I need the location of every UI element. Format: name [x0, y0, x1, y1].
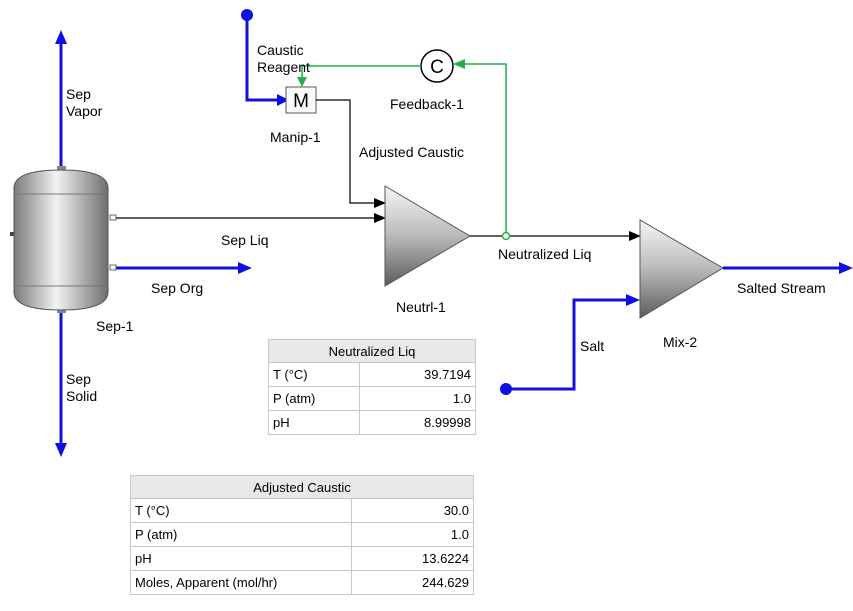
arrow-head-icon [238, 262, 252, 274]
property-value: 1.0 [351, 522, 474, 547]
triangle-unit-icon[interactable] [639, 219, 724, 319]
vessel-icon[interactable] [10, 166, 117, 313]
table-title: Neutralized Liq [268, 339, 476, 363]
property-value: 244.629 [351, 570, 474, 595]
property-name: pH [268, 410, 360, 435]
sep-solid-label: Sep Solid [66, 371, 98, 404]
adjusted-caustic-stream[interactable] [316, 99, 386, 208]
salted-stream-label: Salted Stream [737, 280, 826, 296]
table-title: Adjusted Caustic [130, 475, 474, 499]
arrow-head-icon [55, 30, 67, 44]
adjusted-caustic-label: Adjusted Caustic [359, 144, 465, 160]
sep-solid-stream[interactable] [55, 312, 67, 457]
mixer-label: Mix-2 [663, 334, 698, 350]
property-name: P (atm) [268, 386, 360, 411]
neutralized-liq-stream[interactable] [470, 231, 641, 241]
manip-glyph: M [293, 91, 309, 112]
caustic-reagent-label: Caustic Reagent [257, 42, 310, 75]
feedback-label: Feedback-1 [390, 96, 464, 112]
table-row: Moles, Apparent (mol/hr) 244.629 [130, 570, 474, 595]
sep-org-stream[interactable] [115, 262, 252, 274]
property-value: 39.7194 [359, 362, 476, 387]
sep-liq-stream[interactable] [115, 213, 386, 223]
salted-stream[interactable] [723, 262, 853, 274]
property-name: Moles, Apparent (mol/hr) [130, 570, 352, 595]
property-value: 13.6224 [351, 546, 474, 571]
manip-label: Manip-1 [270, 129, 321, 145]
neutralized-liq-label: Neutralized Liq [498, 246, 592, 262]
property-value: 8.99998 [359, 410, 476, 435]
salt-stream[interactable] [500, 294, 640, 395]
caustic-reagent-stream[interactable] [241, 9, 289, 106]
sep-org-label: Sep Org [151, 280, 204, 296]
controller-icon[interactable]: C [420, 49, 454, 83]
property-name: pH [130, 546, 352, 571]
sep-vapor-stream[interactable] [55, 30, 67, 168]
signal-tap-icon [501, 231, 511, 241]
salt-label: Salt [580, 338, 605, 354]
separator-label: Sep-1 [96, 318, 134, 334]
manipulator-icon[interactable]: M [285, 86, 317, 114]
triangle-unit-icon[interactable] [384, 185, 471, 287]
arrow-head-icon [839, 262, 853, 274]
sep-vapor-label: Sep Vapor [66, 86, 103, 119]
controller-glyph: C [430, 57, 444, 78]
property-value: 30.0 [351, 498, 474, 523]
arrow-head-icon [453, 59, 465, 69]
table-row: T (°C) 39.7194 [268, 362, 476, 387]
neutralized-liq-table[interactable]: Neutralized Liq T (°C) 39.7194 P (atm) 1… [268, 339, 476, 435]
property-name: T (°C) [268, 362, 360, 387]
control-signal-lines[interactable] [297, 59, 507, 234]
property-name: T (°C) [130, 498, 352, 523]
adjusted-caustic-table[interactable]: Adjusted Caustic T (°C) 30.0 P (atm) 1.0… [130, 475, 474, 595]
table-row: pH 13.6224 [130, 546, 474, 571]
table-row: pH 8.99998 [268, 410, 476, 435]
arrow-head-icon [629, 231, 641, 241]
arrow-head-icon [55, 443, 67, 457]
arrow-head-icon [374, 198, 386, 208]
property-value: 1.0 [359, 386, 476, 411]
table-row: T (°C) 30.0 [130, 498, 474, 523]
neutralizer-label: Neutrl-1 [396, 299, 446, 315]
arrow-head-icon [297, 77, 307, 87]
arrow-head-icon [277, 94, 289, 106]
property-name: P (atm) [130, 522, 352, 547]
arrow-head-icon [374, 213, 386, 223]
sep-liq-label: Sep Liq [221, 232, 269, 248]
table-row: P (atm) 1.0 [268, 386, 476, 411]
table-row: P (atm) 1.0 [130, 522, 474, 547]
arrow-head-icon [626, 294, 640, 306]
